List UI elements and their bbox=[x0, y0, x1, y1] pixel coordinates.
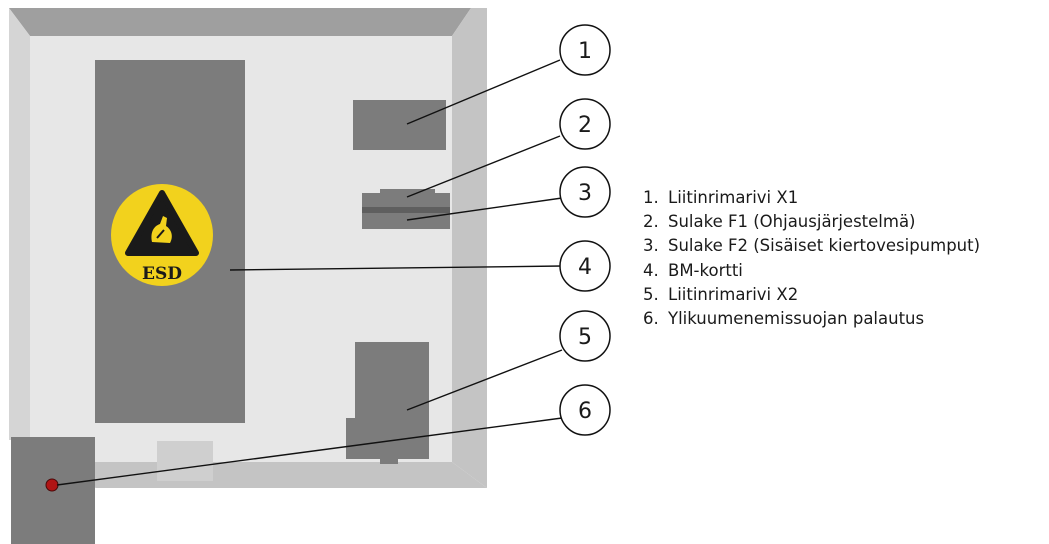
callout-1: 1 bbox=[559, 24, 611, 76]
callout-3: 3 bbox=[559, 166, 611, 218]
housing-bevel-bottom bbox=[30, 462, 487, 488]
callout-4-label: 4 bbox=[578, 255, 592, 280]
legend-item-number: 2. bbox=[643, 212, 659, 232]
legend-item: 5. Liitinrimarivi X2 bbox=[643, 283, 980, 307]
housing-tab bbox=[157, 441, 213, 481]
legend-item-number: 4. bbox=[643, 260, 659, 280]
fuse-block bbox=[362, 189, 450, 229]
leader-lines bbox=[56, 59, 563, 486]
callout-2-label: 2 bbox=[578, 113, 592, 138]
legend-item: 4. BM-kortti bbox=[643, 259, 980, 283]
legend-list: 1. Liitinrimarivi X1 2. Sulake F1 (Ohjausj… bbox=[643, 186, 980, 331]
esd-label: ESD bbox=[142, 264, 182, 284]
callout-2: 2 bbox=[559, 98, 611, 150]
callout-5-label: 5 bbox=[578, 325, 592, 350]
legend-item-text: BM-kortti bbox=[668, 260, 743, 280]
legend-item-number: 6. bbox=[643, 308, 659, 328]
legend-item: 6. Ylikuumenemissuojan palautus bbox=[643, 307, 980, 331]
legend-item-number: 1. bbox=[643, 188, 659, 207]
legend-item-text: Liitinrimarivi X2 bbox=[668, 284, 799, 304]
legend-item-number: 3. bbox=[643, 236, 659, 256]
legend-item-text: Ylikuumenemissuojan palautus bbox=[668, 308, 925, 328]
housing-bevel-right bbox=[452, 8, 487, 488]
callout-6: 6 bbox=[559, 384, 611, 436]
callout-1-label: 1 bbox=[578, 39, 592, 64]
callout-6-label: 6 bbox=[578, 399, 592, 424]
fuse-f1 bbox=[362, 189, 450, 208]
callout-4: 4 bbox=[559, 240, 611, 292]
legend-item-text: Sulake F2 (Sisäiset kiertovesipumput) bbox=[668, 236, 981, 256]
callout-5: 5 bbox=[559, 310, 611, 362]
fuse-f2 bbox=[362, 212, 450, 229]
terminal-strip-x2 bbox=[346, 342, 429, 464]
housing-bevel-top bbox=[9, 8, 471, 36]
legend-item: 2. Sulake F1 (Ohjausjärjestelmä) bbox=[643, 210, 980, 234]
legend-item-number: 5. bbox=[643, 284, 659, 304]
housing-bevel-left bbox=[9, 8, 30, 440]
legend-item-text: Sulake F1 (Ohjausjärjestelmä) bbox=[668, 212, 916, 232]
legend-item-text: Liitinrimarivi X1 bbox=[668, 188, 799, 207]
callout-3-label: 3 bbox=[578, 181, 592, 206]
esd-icon: ESD bbox=[111, 184, 213, 286]
overheat-reset-button[interactable] bbox=[45, 478, 59, 492]
terminal-strip-x1 bbox=[353, 100, 446, 150]
legend-item: 1. Liitinrimarivi X1 bbox=[643, 186, 980, 210]
legend-item: 3. Sulake F2 (Sisäiset kiertovesipumput) bbox=[643, 234, 980, 258]
